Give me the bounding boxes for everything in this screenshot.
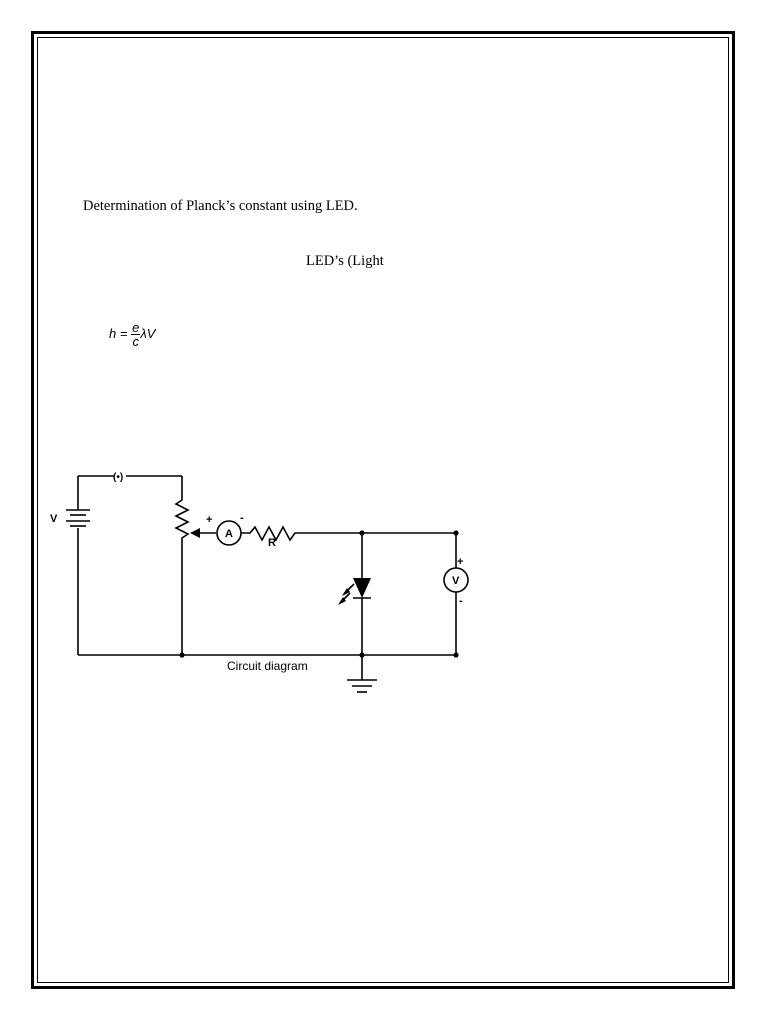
document-subheading: LED’s (Light bbox=[306, 253, 384, 269]
rheostat-slider-arrow bbox=[190, 528, 200, 538]
formula-denominator: c bbox=[132, 334, 139, 349]
voltmeter-minus: - bbox=[459, 595, 463, 607]
formula-numerator: e bbox=[131, 320, 141, 335]
resistor-label: R bbox=[268, 537, 276, 549]
formula-fraction: e c bbox=[131, 320, 141, 349]
page-border-inner bbox=[37, 37, 729, 983]
key-label: (•) bbox=[113, 472, 123, 483]
document-title: Determination of Planck’s constant using… bbox=[83, 198, 358, 214]
formula-lhs: h bbox=[109, 325, 117, 341]
rheostat bbox=[174, 476, 190, 655]
led-arrowhead-2 bbox=[342, 588, 350, 596]
formula-equals: = bbox=[119, 325, 128, 341]
ammeter-label: A bbox=[225, 528, 233, 540]
junction-dot bbox=[453, 530, 459, 536]
battery-label: V bbox=[50, 513, 58, 525]
junction-dot bbox=[179, 652, 185, 658]
page-border-outer bbox=[31, 31, 735, 989]
led-arrowhead-1 bbox=[338, 597, 346, 605]
resistor-r bbox=[241, 525, 362, 542]
formula-rhs: λV bbox=[140, 325, 156, 341]
led-triangle bbox=[353, 578, 371, 598]
ammeter-minus: - bbox=[240, 512, 244, 524]
junction-dot bbox=[359, 652, 365, 658]
planck-formula: h = e c λV bbox=[109, 321, 155, 348]
voltmeter-plus: + bbox=[457, 556, 463, 568]
junction-dot bbox=[453, 652, 459, 658]
circuit-caption: Circuit diagram bbox=[227, 659, 308, 673]
voltmeter-label: V bbox=[452, 575, 460, 587]
ammeter-plus: + bbox=[206, 514, 212, 526]
junction-dot bbox=[359, 530, 365, 536]
